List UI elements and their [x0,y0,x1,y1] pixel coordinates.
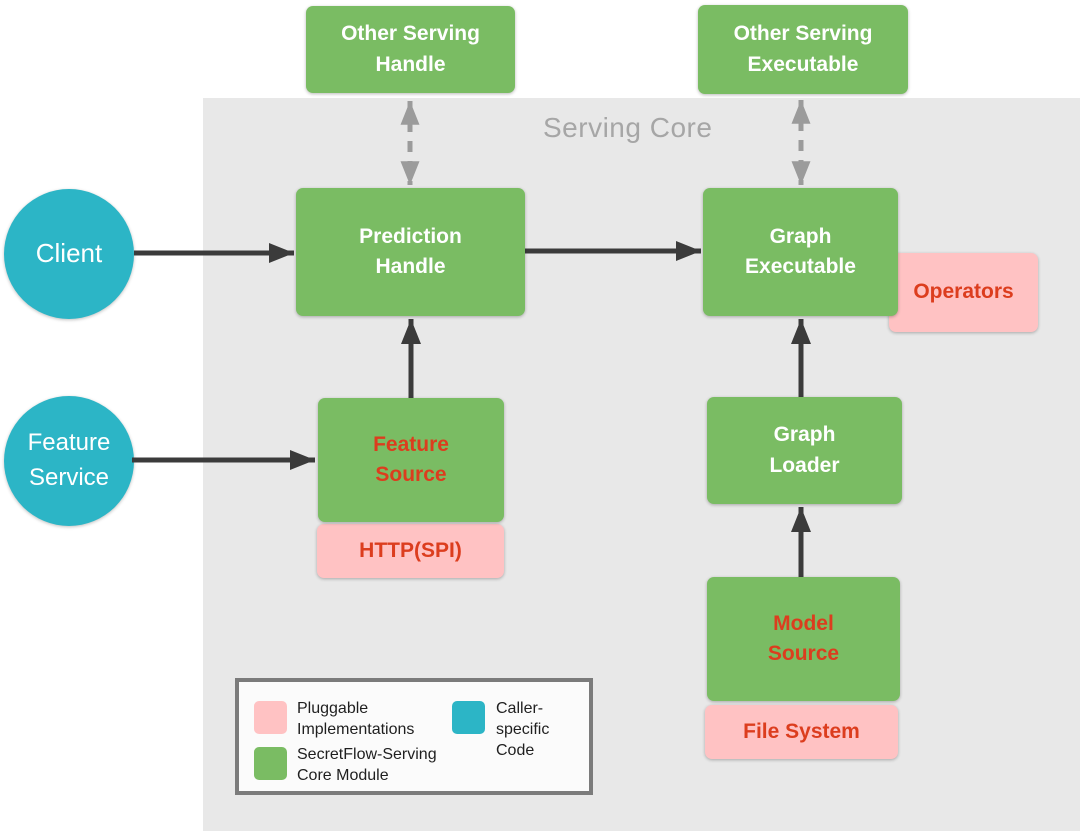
serving-core-title: Serving Core [543,112,713,143]
legend-swatch-pluggable [254,701,287,734]
node-operators: Operators [889,253,1038,332]
node-other-serving-executable: Other Serving Executable [698,5,908,94]
node-file-system-label: File System [743,719,860,743]
node-model-source-label: Model Source [767,611,840,665]
node-other-serving-handle-label: Other Serving Handle [341,22,480,76]
node-graph-loader: Graph Loader [707,397,902,504]
node-graph-executable: Graph Executable [703,188,898,316]
node-graph-loader-label: Graph Loader [769,423,840,477]
node-operators-label: Operators [913,280,1014,304]
node-prediction-handle-label: Prediction Handle [359,224,462,278]
legend-label-pluggable: Pluggable Implementations [297,700,415,738]
node-feature-source-label: Feature Source [373,432,449,486]
node-prediction-handle: Prediction Handle [296,188,525,316]
node-client-label: Client [35,238,103,269]
node-file-system: File System [705,705,898,759]
legend-swatch-caller-specific [452,701,485,734]
node-model-source: Model Source [707,577,900,701]
node-feature-source: Feature Source [318,398,504,522]
legend-label-core-module: SecretFlow-Serving Core Module [297,746,437,784]
legend: Pluggable Implementations Caller-specifi… [235,678,593,795]
legend-label-caller-specific: Caller-specific Code [496,700,550,759]
node-http-spi: HTTP(SPI) [317,524,504,578]
node-feature-service-label: Feature Service [27,429,111,491]
node-client: Client [4,189,134,319]
legend-swatch-core-module [254,747,287,780]
node-http-spi-label: HTTP(SPI) [359,538,462,562]
node-graph-executable-label: Graph Executable [745,224,856,278]
node-feature-service: Feature Service [4,396,134,526]
node-other-serving-handle: Other Serving Handle [306,6,515,93]
node-other-serving-executable-label: Other Serving Executable [733,22,873,76]
